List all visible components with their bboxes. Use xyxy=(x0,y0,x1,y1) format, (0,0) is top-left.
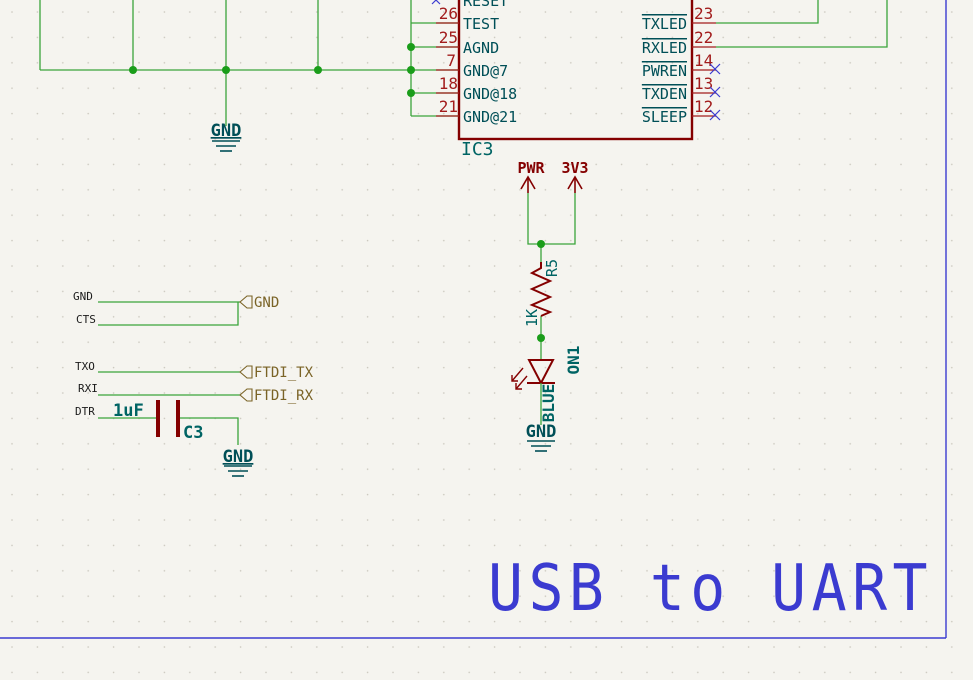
junction-dots-top xyxy=(129,43,415,97)
ic3-pin-name: TXDEN xyxy=(642,85,687,103)
ic3-pin-number: 25 xyxy=(439,28,458,47)
ic3-pin-name: TXLED xyxy=(642,15,687,33)
r5-reference: R5 xyxy=(543,259,561,277)
global-label-ftdi-tx[interactable]: FTDI_TX xyxy=(239,365,314,381)
connector-label: RXI xyxy=(78,382,98,395)
pwr-symbol[interactable]: PWR xyxy=(517,159,546,193)
ic3-pin-name: SLEEP xyxy=(642,108,687,126)
gnd-label-top: GND xyxy=(211,121,242,141)
connector-labels: GND CTS TXO RXI DTR xyxy=(73,290,98,418)
connector-label: CTS xyxy=(76,313,96,326)
ic3-pin-number: 18 xyxy=(439,74,458,93)
connector-label: TXO xyxy=(75,360,95,373)
global-label-ftdi-rx[interactable]: FTDI_RX xyxy=(239,388,314,404)
ic3-pin-number: 23 xyxy=(694,4,713,23)
ic3-pin-number: 26 xyxy=(439,4,458,23)
r5-value: 1K xyxy=(523,309,541,327)
ic3-pin-name: GND@7 xyxy=(463,62,508,80)
gnd-label-led: GND xyxy=(526,422,557,442)
connector-label: GND xyxy=(73,290,93,303)
ic3-pin-name: RESET xyxy=(463,0,508,10)
sheet-title: USB to UART xyxy=(488,552,933,626)
gnd-symbol-led[interactable]: GND xyxy=(526,422,557,452)
ic3-pin-name: GND@18 xyxy=(463,85,517,103)
ic3-reference: IC3 xyxy=(461,139,494,160)
on1-value: BLUE xyxy=(539,384,558,423)
ic3-pin-number: 7 xyxy=(446,51,456,70)
sheet-border xyxy=(0,0,947,639)
c3-reference: C3 xyxy=(183,423,203,443)
c3-capacitor[interactable]: 1uF C3 xyxy=(113,400,203,443)
gnd-label-c3: GND xyxy=(223,447,254,467)
ic3-component[interactable]: 26 25 7 18 21 RESET TEST AGND GND@7 GND@… xyxy=(436,0,716,160)
v3v3-symbol[interactable]: 3V3 xyxy=(561,159,589,193)
led-light-arrows-icon xyxy=(511,367,528,390)
junction-dots-led xyxy=(537,240,545,342)
ic3-pin-name: PWREN xyxy=(642,62,687,80)
ic3-pin-number: 14 xyxy=(694,51,713,70)
r5-resistor[interactable]: R5 1K xyxy=(523,259,561,327)
led-output-wires xyxy=(716,0,888,48)
global-label-ftdi-tx-text: FTDI_TX xyxy=(254,365,314,381)
ic3-body xyxy=(457,0,694,141)
ic3-pin-number: 22 xyxy=(694,28,713,47)
pwr-label: PWR xyxy=(517,159,545,177)
v3v3-label: 3V3 xyxy=(561,159,588,177)
c3-value: 1uF xyxy=(113,401,144,421)
ic3-pin-name: GND@21 xyxy=(463,108,517,126)
ic3-pin-name: TEST xyxy=(463,15,499,33)
connector-label: DTR xyxy=(75,405,95,418)
no-connect-markers xyxy=(431,0,721,121)
on1-reference: ON1 xyxy=(564,346,583,375)
ic3-pin-name: AGND xyxy=(463,39,499,57)
ic3-pin-number: 21 xyxy=(439,97,458,116)
ic3-pin-number: 12 xyxy=(694,97,713,116)
gnd-symbol-top[interactable]: GND xyxy=(211,121,242,152)
global-label-ftdi-rx-text: FTDI_RX xyxy=(254,388,314,404)
global-label-gnd-text: GND xyxy=(254,295,279,311)
ic3-pin-name: RXLED xyxy=(642,39,687,57)
global-label-gnd[interactable]: GND xyxy=(239,295,279,311)
on1-led[interactable]: ON1 BLUE xyxy=(511,346,583,425)
ic3-pin-number: 13 xyxy=(694,74,713,93)
gnd-symbol-c3[interactable]: GND xyxy=(223,447,254,477)
connector-wires xyxy=(98,301,240,445)
